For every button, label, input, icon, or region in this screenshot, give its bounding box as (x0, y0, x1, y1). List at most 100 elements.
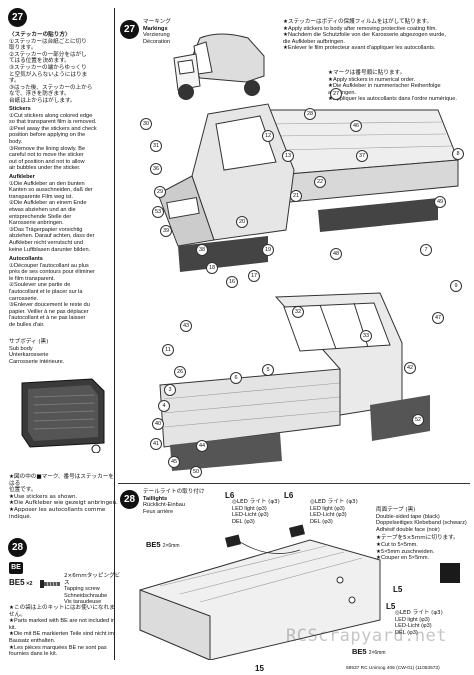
note1-jp: ★ステッカーはボディの保護フィルムをはがして貼ります。 (283, 19, 433, 25)
sticker-number-label: 45 (168, 456, 180, 468)
stickers-line: ③Remove the lining slowly. Be (9, 145, 86, 152)
taillights-title-jp: テールライトの取り付け (143, 489, 205, 495)
led-bottom-jp: ◎LED ライト (φ3) (395, 610, 443, 616)
tapping-screw-icon (40, 580, 60, 588)
sticker-number-label: 26 (174, 366, 186, 378)
aufkleber-line: entsprechende Stelle der (9, 213, 72, 220)
sticker-jp-line: 台紙は上からはがします。 (9, 97, 76, 104)
led-top-jp: ◎LED ライト (φ3) (310, 499, 358, 505)
sticker-number-label: 31 (150, 140, 162, 152)
sticker-number-label: 17 (248, 270, 260, 282)
tag-l6-right: L6 (284, 491, 294, 500)
led-top-de: LED-Licht (φ3) (232, 512, 269, 519)
stickers-line: so that transparent film is removed. (9, 119, 97, 126)
markings-title-en: Markings (143, 25, 168, 32)
tape-jp: 両面テープ (黒) (376, 507, 416, 513)
screw-fr: Vis taraudeuse (64, 599, 102, 606)
markings-note-order: ★マークは番号順に貼ります。 ★Apply stickers in numeri… (328, 70, 468, 103)
aufkleber-line: ①Die Aufkleber an den bunten (9, 180, 85, 187)
no-sticker-line: ★Die Aufkleber wie gezeigt anbringen. (9, 500, 118, 507)
screw-callout-code: BE5 (352, 647, 367, 656)
autocollants-line: près de ses contours pour éliminer (9, 269, 95, 276)
sticker-jp-line: す。 (9, 78, 20, 85)
led-marker (348, 596, 356, 604)
stickers-line: body. (9, 138, 23, 145)
led-top-fr: DEL (φ3) (310, 518, 333, 525)
sticker-number-label: 46 (350, 120, 362, 132)
no-sticker-jp: ★図の中の■マーク、番号はステッカーをはる (9, 474, 114, 487)
footer-code: 58537 RC Unimog 406 (CW-01) (11053573) (346, 666, 440, 671)
sub-body-jp: サブボディ (黒) (9, 339, 49, 345)
sticker-number-label: 44 (196, 440, 208, 452)
led-light-top-right: ◎LED ライト (φ3) LED light (φ3) LED-Licht (… (310, 499, 360, 525)
screw-code: BE5 (9, 578, 25, 587)
taillights-title-fr: Feux arrière (143, 508, 174, 515)
sticker-number-label: 3 (164, 384, 176, 396)
aufkleber-line: Aufkleber nicht verrutscht und (9, 239, 83, 246)
autocollants-fr: Autocollants ①Découper l'autocollant au … (9, 256, 113, 329)
step-27-badge: 27 (8, 8, 27, 27)
sticker-number-label: 30 (140, 118, 152, 130)
tag-l5-bottom: L5 (386, 602, 396, 611)
sticker-number-label: 6 (230, 372, 242, 384)
aufkleber-line: ③Das Trägerpapier vorsichtig (9, 226, 83, 233)
markings-title-de: Verzierung (143, 32, 170, 39)
sticker-number-label: 22 (314, 176, 326, 188)
stickers-line: out of position and not to allow (9, 158, 85, 165)
sticker-jp-line: ③はった後、ステッカーの上から (9, 84, 93, 91)
aufkleber-line: transparente Film weg ist. (9, 193, 74, 200)
screw-callout-bottom: BE5 2×6mm (352, 647, 386, 656)
aufkleber-line: etwas abziehen und an die (9, 206, 76, 213)
sticker-jp-line: 取ります。 (9, 45, 37, 52)
autocollants-title: Autocollants (9, 256, 43, 262)
sticker-number-label: 37 (356, 150, 368, 162)
screw-en: Tapping screw (64, 586, 100, 593)
taillight-wire (239, 541, 301, 554)
markings-truck-illustration (157, 103, 459, 272)
led-bottom-en: LED light (φ3) (395, 616, 430, 623)
tag-l5-top: L5 (393, 585, 403, 594)
led-top-en: LED light (φ3) (310, 505, 345, 512)
sticker-number-label: 18 (206, 262, 218, 274)
stickers-en: Stickers ①Cut stickers along colored edg… (9, 106, 113, 172)
aufkleber-line: ②Die Aufkleber an einem Ende (9, 200, 87, 207)
sticker-number-label: 53 (152, 206, 164, 218)
sticker-number-label: 33 (360, 330, 372, 342)
sub-body-illustration (21, 378, 105, 453)
note2-line: ★Apply stickers in numerical order. (328, 76, 416, 83)
led-top-en: LED light (φ3) (232, 505, 267, 512)
note1-line: ★Nachdem die Schutzfolie von der Karosse… (283, 32, 446, 39)
taillights-title-de: Rücklicht-Einbau (143, 502, 185, 509)
sticker-instructions-jp: 〈ステッカーの貼り方〉 ①ステッカーは台紙ごとに切り 取ります。 ②ステッカーの… (9, 32, 111, 105)
sticker-jp-line: と空気が入らないようにはりま (9, 71, 88, 78)
sticker-jp-line: てはる位置を決めます。 (9, 58, 70, 65)
truck-thumbnail (173, 33, 265, 100)
autocollants-line: ②Soulever une partie de (9, 282, 71, 289)
markings-body-view (159, 292, 430, 471)
tape-line: Double-sided tape (black) (376, 513, 440, 520)
sticker-jp-line: ③ステッカーの端からゆっくり (9, 64, 87, 71)
markings-title-jp: マーキング (143, 19, 171, 25)
screw-qty: ×2 (26, 581, 33, 587)
sticker-number-label: 42 (404, 362, 416, 374)
tape-line: Adhésif double face (noir) (376, 526, 440, 533)
parts-note-line: ★Parts marked with BE are not included i… (9, 618, 116, 631)
sticker-number-label: 27 (330, 88, 342, 100)
autocollants-line: de bulles d'air. (9, 321, 45, 328)
taillights-title: テールライトの取り付け Taillights Rücklicht-Einbau … (143, 489, 253, 515)
led-top-jp: ◎LED ライト (φ3) (232, 499, 280, 505)
step-28-badge: 28 (120, 490, 139, 509)
sticker-number-label: 16 (226, 276, 238, 288)
sticker-number-label: 40 (152, 418, 164, 430)
taillight-bed-illustration (139, 524, 381, 660)
parts-note: ★この袋は上のキットにはお使いになれません。 ★Parts marked wit… (9, 605, 119, 658)
autocollants-line: l'autocollant et le placer sur la (9, 288, 83, 295)
tape-note-jp: ★テープを5×5mmに切ります。 (376, 535, 459, 542)
sticker-jp-line: ①ステッカーは台紙ごとに切り (9, 38, 87, 45)
aufkleber-de: Aufkleber ①Die Aufkleber an den bunten K… (9, 174, 113, 253)
sticker-number-label: 39 (160, 225, 172, 237)
no-sticker-note: ★図の中の■マーク、番号はステッカーをはる 位置です。 ★Use sticker… (9, 474, 119, 520)
screw-description: 2×6mmタッピングビス Tapping screw Schneidschrau… (64, 573, 124, 606)
sticker-number-label: 5 (262, 364, 274, 376)
note1-line: ★Apply stickers to body after removing p… (283, 25, 437, 32)
